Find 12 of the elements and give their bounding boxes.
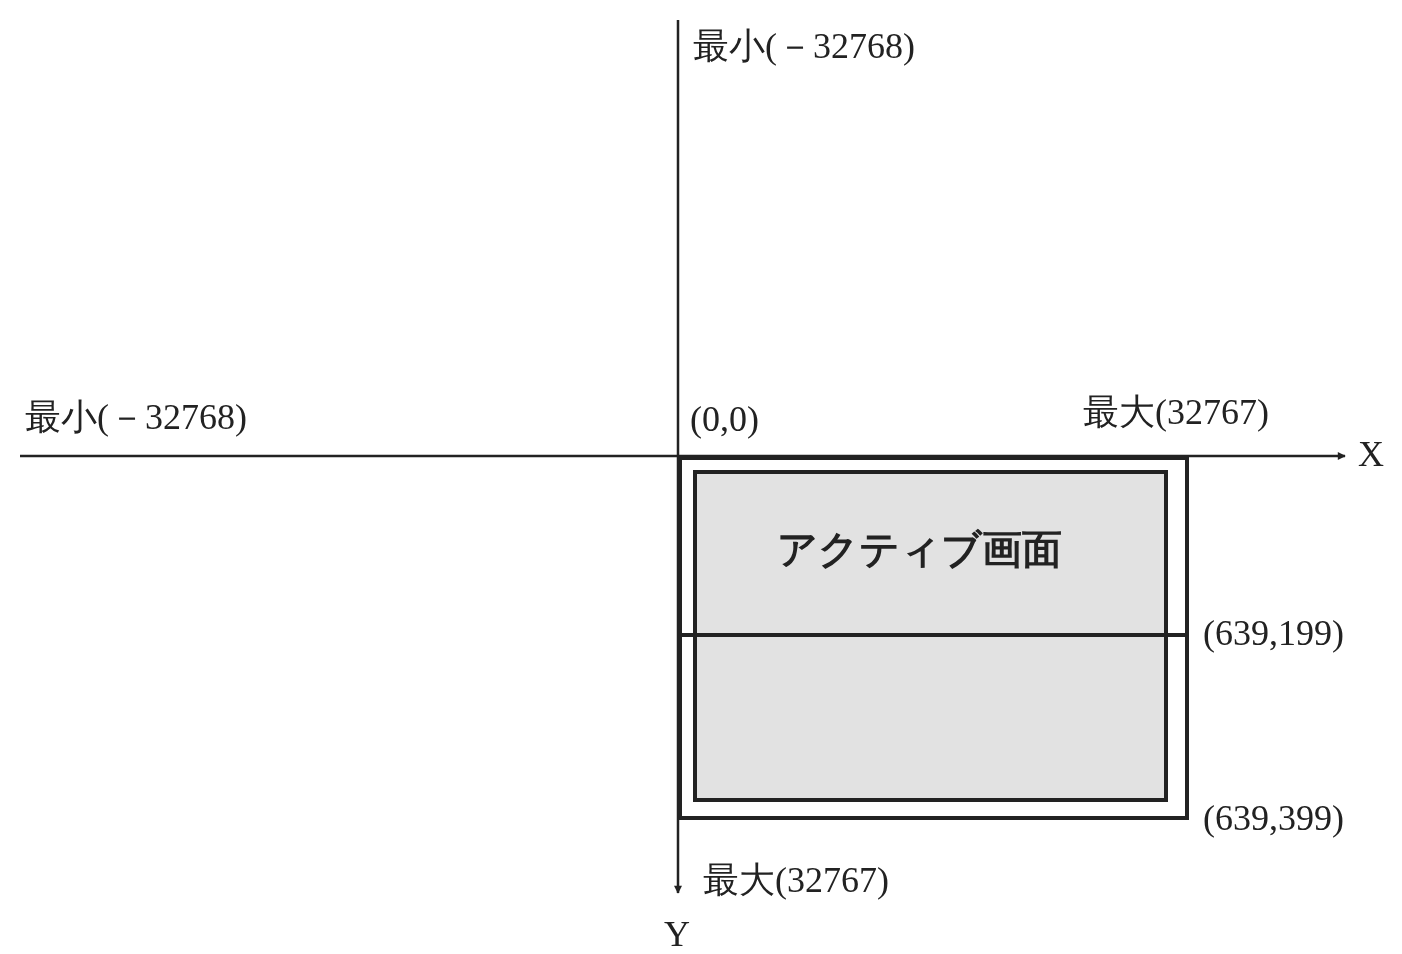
coordinate-label: (639,199) (1203, 612, 1344, 655)
coordinate-label: (0,0) (690, 398, 759, 441)
axis-limit-label: 最大(32767) (703, 859, 889, 902)
axis-name: X (1358, 433, 1384, 476)
axis-limit-label: 最小(－32768) (693, 25, 915, 68)
axis-name: Y (664, 913, 690, 954)
screen-frame (678, 456, 1189, 820)
box-title: アクティブ画面 (777, 526, 1062, 574)
axis-limit-label: 最小(－32768) (25, 396, 247, 439)
active-screen-box (693, 470, 1168, 802)
axis-limit-label: 最大(32767) (1083, 391, 1269, 434)
coordinate-label: (639,399) (1203, 797, 1344, 840)
